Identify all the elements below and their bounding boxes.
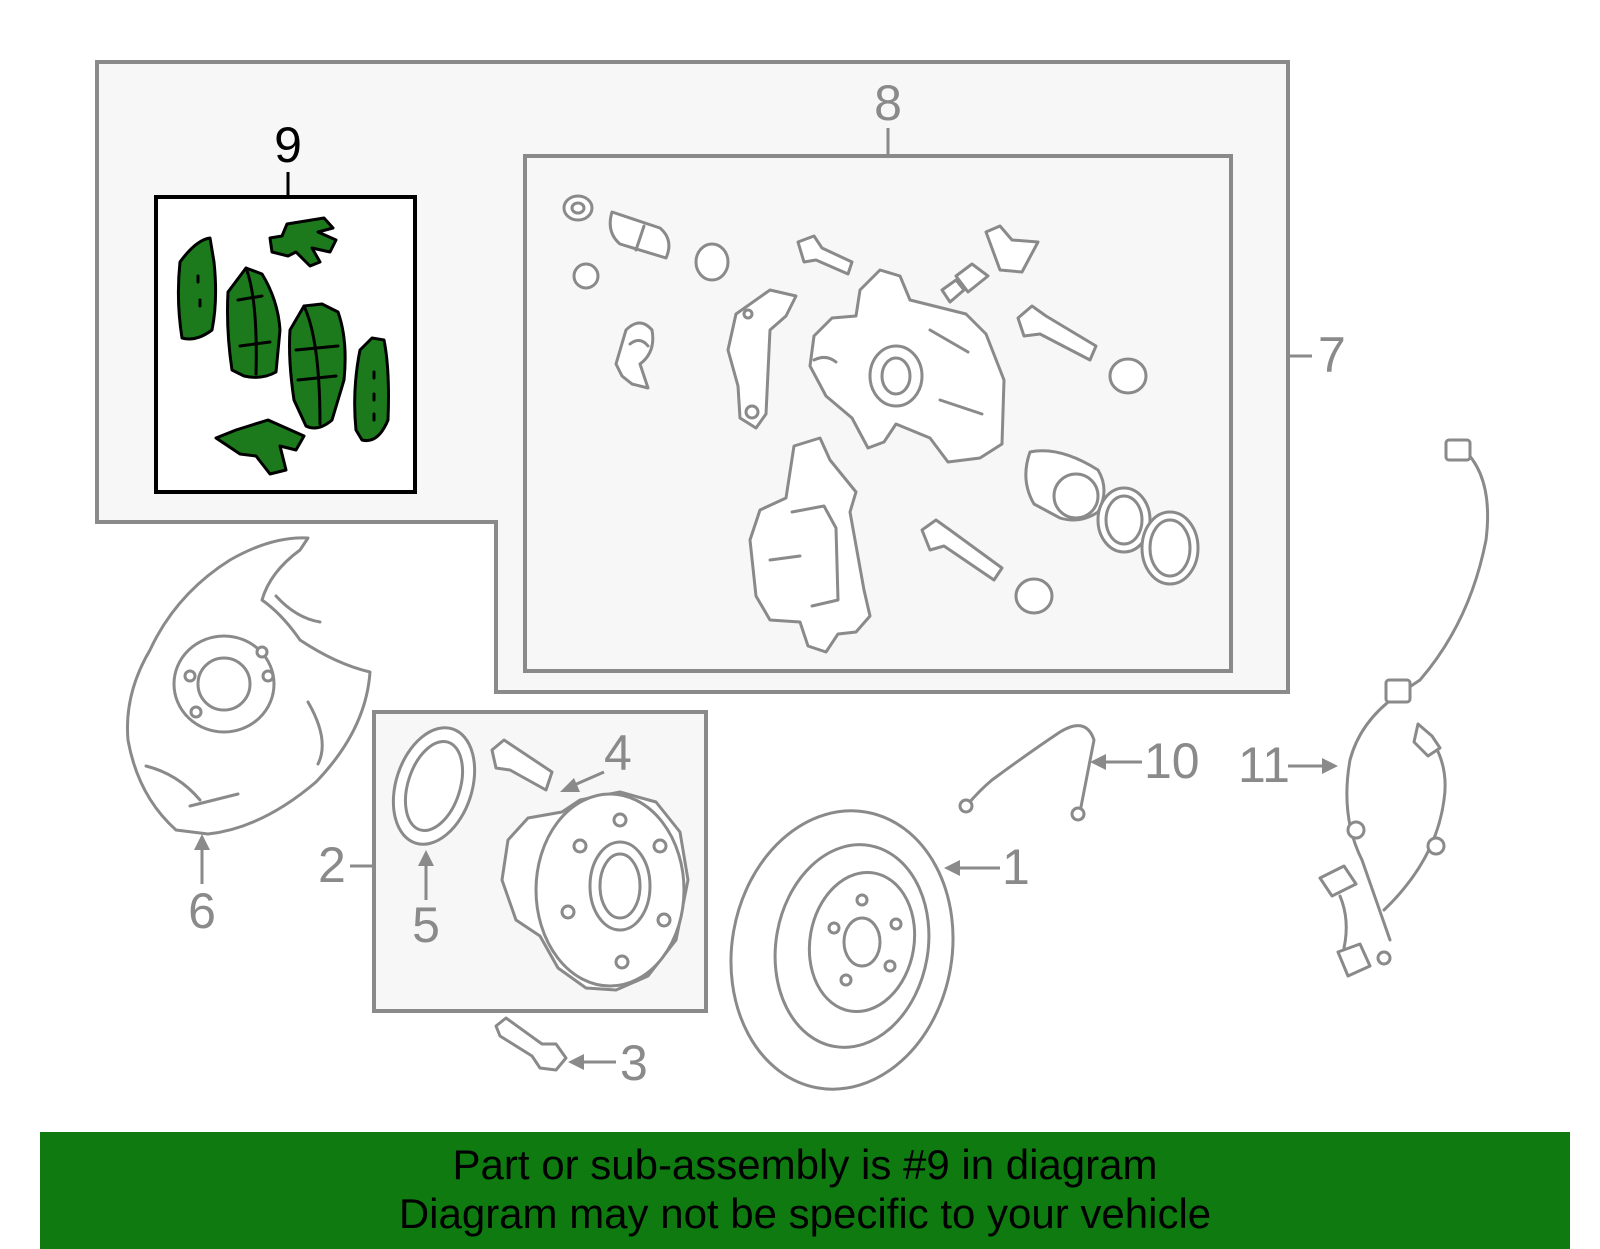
callout-11: 11	[1238, 737, 1290, 793]
wheel-speed-sensor	[1318, 438, 1490, 978]
callout-4: 4	[604, 725, 632, 781]
callout-6: 6	[188, 883, 216, 939]
dust-shield	[126, 536, 372, 836]
callout-3: 3	[620, 1035, 648, 1091]
hub-bolt	[490, 738, 554, 792]
callout-9: 9	[274, 117, 302, 173]
banner-line-1: Part or sub-assembly is #9 in diagram	[452, 1141, 1158, 1188]
hub-mounting-bolt	[494, 1016, 568, 1072]
leader-lines	[194, 128, 1338, 1070]
callout-10: 10	[1144, 733, 1200, 789]
tone-ring	[391, 726, 477, 846]
callout-1: 1	[1002, 839, 1030, 895]
callout-5: 5	[412, 897, 440, 953]
info-banner: Part or sub-assembly is #9 in diagram Di…	[40, 1132, 1570, 1249]
brake-pad-kit[interactable]	[176, 216, 390, 476]
callout-7: 7	[1318, 327, 1346, 383]
banner-line-2: Diagram may not be specific to your vehi…	[398, 1190, 1212, 1237]
hub-bearing	[500, 790, 690, 992]
brake-hose	[958, 724, 1096, 822]
callout-2: 2	[318, 837, 346, 893]
callout-8: 8	[874, 75, 902, 131]
brake-rotor	[729, 809, 955, 1091]
caliper-kit-parts	[562, 194, 1200, 654]
